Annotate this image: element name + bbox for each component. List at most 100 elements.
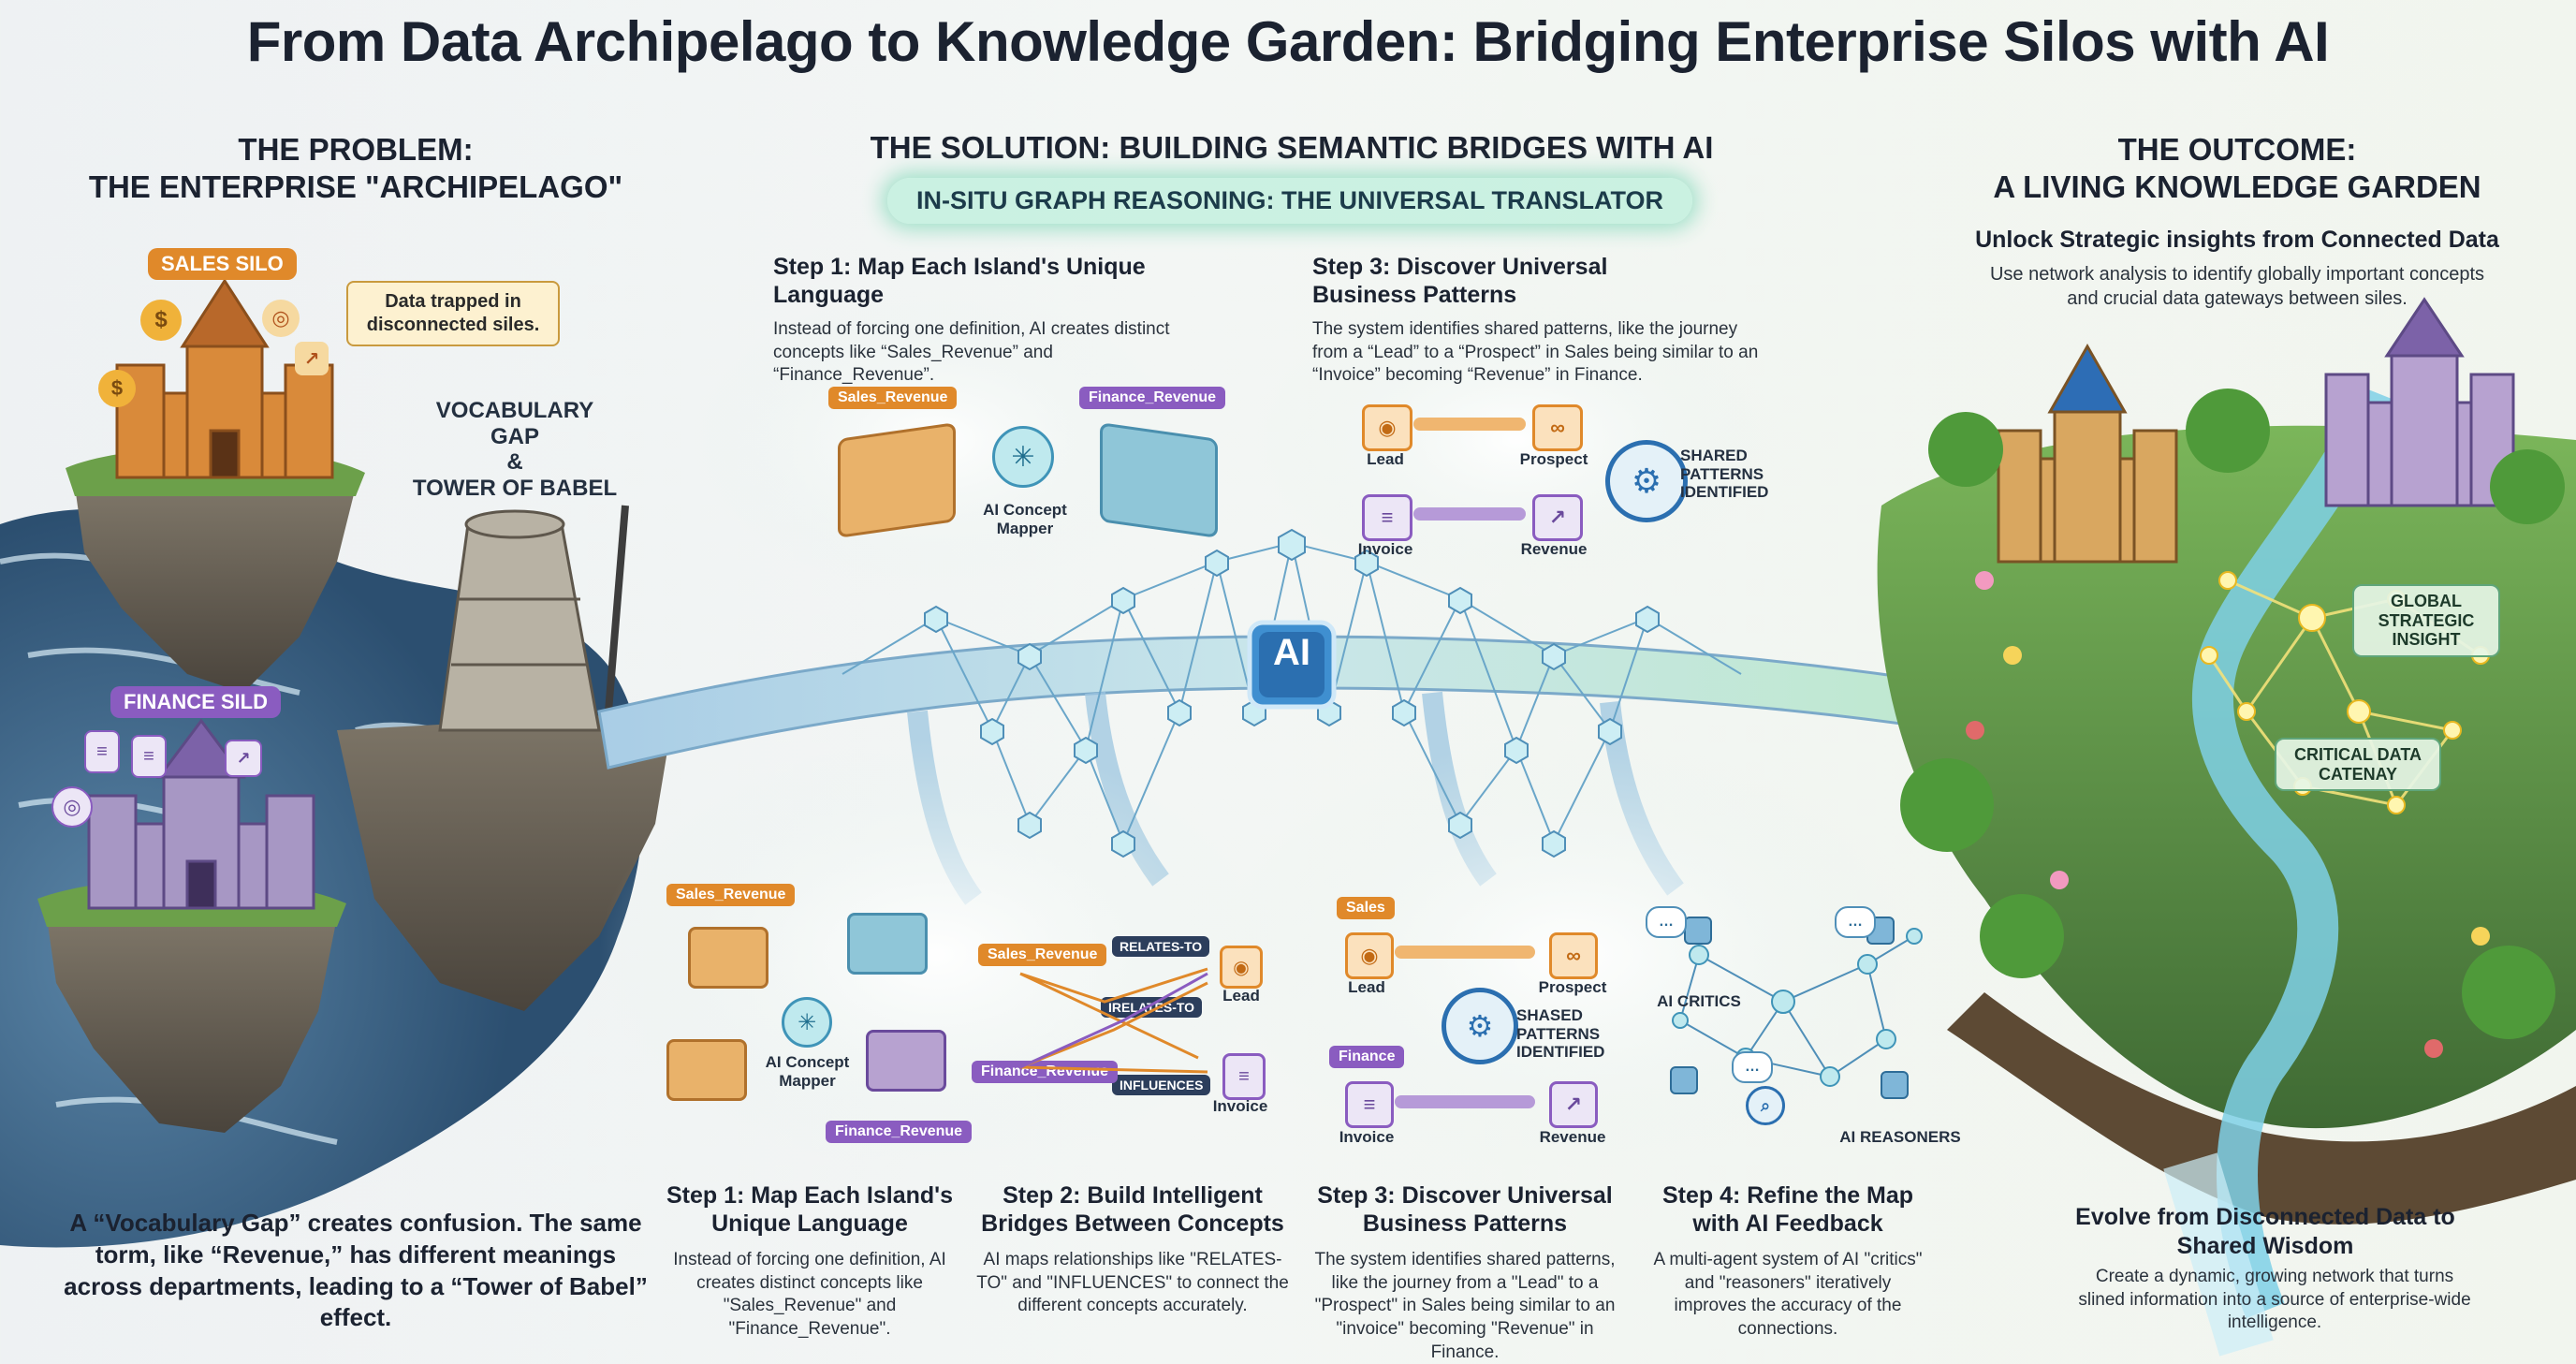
sales-castle (115, 278, 334, 479)
revenue-icon: ↗ (1532, 494, 1583, 541)
vocab-line2: GAP (490, 423, 539, 449)
speech-bubble-icon: … (1732, 1051, 1773, 1083)
finance-island-thumbnail (1100, 422, 1218, 538)
vocab-line3: & (506, 449, 523, 476)
outcome-sub-title: Unlock Strategic insights from Connected… (1975, 227, 2499, 253)
magnifier-gear-icon: ⚙ (1605, 440, 1688, 522)
top-step3-text: The system identifies shared patterns, l… (1312, 319, 1759, 386)
bottom-step2-text: AI maps relationships like "RELATES-TO" … (976, 1250, 1289, 1316)
chart-icon: ↗ (225, 740, 262, 777)
invoice-icon: ≡ (1345, 1081, 1394, 1128)
global-insight-callout: GLOBAL STRATEGIC INSIGHT (2352, 584, 2500, 658)
invoice-arrow (1413, 507, 1526, 521)
top-step1-title: Step 1: Map Each Island's Unique Languag… (773, 254, 1146, 308)
ai-label: AI (1273, 632, 1310, 673)
solution-banner: IN-SITU GRAPH REASONING: THE UNIVERSAL T… (887, 178, 1692, 224)
garden-trees (1900, 389, 2565, 1039)
top-step3-invoice: Invoice (1357, 540, 1413, 558)
trapped-note: Data trapped in disconnected siles. (346, 281, 560, 346)
top-step1-sales-tag: Sales_Revenue (828, 387, 958, 409)
speech-bubble-icon: … (1646, 906, 1687, 938)
outcome-bottom-title: Evolve from Disconnected Data to Shared … (2075, 1204, 2455, 1260)
outcome-bottom-text: Create a dynamic, growing network that t… (2078, 1267, 2471, 1333)
bottom-step2-finance-tag: Finance_Revenue (972, 1061, 1119, 1083)
top-step3-shared: SHARED PATTERNS IDENTIFIED (1680, 447, 1769, 502)
invoice-arrow (1395, 1095, 1535, 1108)
link-icon: ∞ (1549, 932, 1598, 979)
person-icon: ◉ (1362, 404, 1412, 451)
sales-island-thumbnail (838, 422, 956, 538)
page-title: From Data Archipelago to Knowledge Garde… (246, 10, 2330, 73)
bottom-step1-title: Step 1: Map Each Island's Unique Languag… (666, 1182, 954, 1237)
top-step1-mapper: AI Concept Mapper (983, 501, 1067, 537)
bridge-nodes (924, 528, 1660, 858)
finance-island (47, 917, 337, 1133)
sales-thumb (666, 1039, 747, 1101)
bottom-step3-finance-tag: Finance (1329, 1046, 1405, 1068)
finance-silo-label: FINANCE SILD (110, 686, 281, 718)
document-icon: ≡ (84, 730, 120, 773)
bottom-step3-shared: SHASED PATTERNS IDENTIFIED (1516, 1006, 1605, 1062)
lead-arrow (1413, 418, 1526, 431)
person-icon: ◉ (1220, 946, 1263, 989)
garden-castle-left (1997, 343, 2178, 564)
top-step3-prospect: Prospect (1519, 450, 1588, 468)
outcome-sub-text: Use network analysis to identify globall… (1989, 264, 2485, 309)
network-hub-icon: ✳ (992, 426, 1054, 488)
finance-thumb (847, 913, 928, 975)
bottom-step3-prospect: Prospect (1538, 978, 1607, 996)
invoice-icon: ≡ (1222, 1053, 1266, 1100)
problem-caption: A “Vocabulary Gap” creates confusion. Th… (64, 1209, 648, 1332)
problem-heading-line2: THE ENTERPRISE "ARCHIPELAGO" (88, 169, 623, 204)
relationship-lines (1019, 967, 1208, 1074)
top-step3-title: Step 3: Discover Universal Business Patt… (1312, 254, 1608, 308)
bottom-step4-title: Step 4: Refine the Map with AI Feedback (1661, 1182, 1914, 1237)
finance-castle (87, 718, 315, 910)
rel-irelates-to: IRELATES-TO (1101, 997, 1203, 1018)
bottom-step1-sales-tag: Sales_Revenue (666, 884, 796, 906)
rel-influences: INFLUENCES (1112, 1075, 1211, 1095)
bottom-step1-text: Instead of forcing one definition, AI cr… (673, 1250, 946, 1340)
magnifier-icon: ⌕ (1746, 1086, 1785, 1125)
tower-of-babel (438, 509, 601, 732)
bottom-step3-sales-tag: Sales (1337, 897, 1395, 919)
vocab-line1: VOCABULARY (435, 398, 594, 423)
target-icon: ◎ (262, 300, 300, 337)
bottom-step3-text: The system identifies shared patterns, l… (1314, 1250, 1616, 1362)
vocab-line4: TOWER OF BABEL (412, 475, 618, 501)
network-hub-icon: ✳ (782, 997, 832, 1048)
coin-icon: $ (140, 300, 182, 341)
bottom-step2-lead: Lead (1222, 987, 1260, 1005)
top-step3-lead: Lead (1367, 450, 1404, 468)
critical-gateway-callout: CRITICAL DATA CATENAY (2275, 738, 2441, 792)
bottom-step4-text: A multi-agent system of AI "critics" and… (1653, 1250, 1923, 1340)
person-icon: ◉ (1345, 932, 1394, 979)
bottom-step3-invoice: Invoice (1339, 1128, 1395, 1146)
problem-heading-line1: THE PROBLEM: (238, 132, 474, 167)
babel-island (337, 711, 674, 1011)
bottom-step2-invoice: Invoice (1212, 1097, 1268, 1115)
ai-critics-label: AI CRITICS (1657, 992, 1741, 1010)
top-step1-finance-tag: Finance_Revenue (1079, 387, 1226, 409)
solution-heading: THE SOLUTION: BUILDING SEMANTIC BRIDGES … (870, 130, 1714, 165)
outcome-heading: THE OUTCOME: A LIVING KNOWLEDGE GARDEN (1910, 131, 2565, 205)
lead-arrow (1395, 946, 1535, 959)
outcome-heading-line2: A LIVING KNOWLEDGE GARDEN (1993, 169, 2481, 204)
bottom-step2-title: Step 2: Build Intelligent Bridges Betwee… (981, 1182, 1284, 1237)
speech-bubble-icon: … (1835, 906, 1876, 938)
bottom-step3-revenue: Revenue (1539, 1128, 1606, 1146)
bottom-step3-title: Step 3: Discover Universal Business Patt… (1317, 1182, 1613, 1237)
link-icon: ∞ (1532, 404, 1583, 451)
outcome-heading-line1: THE OUTCOME: (2117, 132, 2357, 167)
river (2191, 385, 2397, 1319)
agent-network (1670, 917, 1923, 1099)
top-step1-text: Instead of forcing one definition, AI cr… (773, 319, 1170, 386)
garden-flowers (1966, 571, 2490, 1058)
bottom-step1-finance-tag: Finance_Revenue (826, 1121, 973, 1143)
problem-heading: THE PROBLEM: THE ENTERPRISE "ARCHIPELAGO… (56, 131, 655, 205)
sales-island (75, 487, 356, 693)
ai-reasoners-label: AI REASONERS (1839, 1128, 1961, 1146)
finance-thumb (866, 1030, 946, 1092)
bottom-step3-lead: Lead (1348, 978, 1385, 996)
top-step3-revenue: Revenue (1520, 540, 1588, 558)
